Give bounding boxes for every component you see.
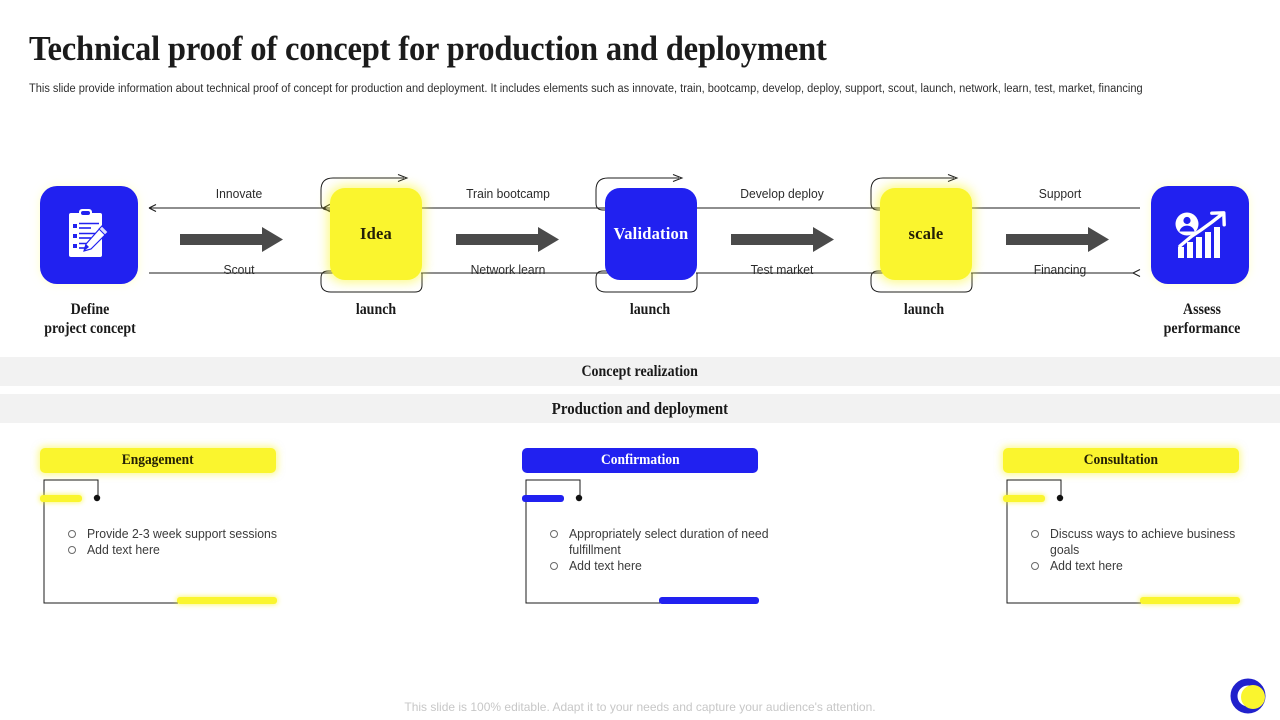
card-consultation-accent-bar — [1140, 597, 1240, 604]
assess-icon-tile — [1151, 186, 1249, 284]
scale-box: scale — [880, 188, 972, 280]
banner-concept-realization: Concept realization — [0, 357, 1280, 386]
card-confirmation-title: Confirmation — [600, 452, 680, 468]
card-consultation-bullets: Discuss ways to achieve business goals A… — [1031, 526, 1261, 574]
page-title: Technical proof of concept for productio… — [29, 29, 827, 68]
thick-arrow-4 — [1006, 227, 1109, 252]
connector-label-scout: Scout — [223, 263, 255, 277]
card-consultation-header: Consultation — [1003, 448, 1239, 473]
banner-production-deployment: Production and deployment — [0, 394, 1280, 423]
flow-caption-scale: launch — [843, 300, 1005, 319]
clipboard-pencil-icon — [69, 209, 109, 257]
card-confirmation[interactable]: Confirmation Appropriately select durati… — [522, 440, 802, 615]
person-growth-chart-icon — [1175, 211, 1226, 258]
connector-label-financing: Financing — [1033, 263, 1087, 277]
list-item: Discuss ways to achieve business goals — [1031, 526, 1261, 558]
caption-line-1: Define — [70, 301, 110, 318]
validation-box: Validation — [605, 188, 697, 280]
connector-label-test-market: Test market — [750, 263, 814, 277]
idea-box: Idea — [330, 188, 422, 280]
flow-connector-lines — [148, 174, 1141, 293]
card-engagement-bullets: Provide 2-3 week support sessions Add te… — [68, 526, 298, 558]
bullet-ring-icon — [68, 530, 76, 538]
caption-line-1: launch — [355, 301, 397, 318]
list-item: Add text here — [550, 558, 780, 574]
list-item: Appropriately select duration of need fu… — [550, 526, 780, 558]
caption-line-2: project concept — [44, 320, 136, 337]
bullet-ring-icon — [1031, 562, 1039, 570]
flow-node-assess[interactable] — [1151, 186, 1249, 284]
list-item: Add text here — [68, 542, 298, 558]
flow-node-validation[interactable]: Validation — [605, 188, 697, 280]
caption-line-1: launch — [903, 301, 945, 318]
card-consultation[interactable]: Consultation Discuss ways to achieve bus… — [1003, 440, 1280, 615]
card-consultation-frame — [1006, 479, 1141, 604]
connector-label-train-bootcamp: Train bootcamp — [466, 187, 550, 201]
footer-note: This slide is 100% editable. Adapt it to… — [404, 700, 876, 714]
bullet-ring-icon — [550, 530, 558, 538]
process-flow-diagram: Define project concept Idea launch Valid… — [0, 160, 1280, 345]
bullet-ring-icon — [1031, 530, 1039, 538]
brand-logo-icon — [1230, 678, 1266, 714]
card-engagement-accent-bar — [177, 597, 277, 604]
card-confirmation-frame — [525, 479, 660, 604]
connector-label-develop-deploy: Develop deploy — [740, 187, 824, 201]
flow-caption-idea: launch — [295, 300, 457, 319]
flow-node-scale[interactable]: scale — [880, 188, 972, 280]
thick-arrow-3 — [731, 227, 834, 252]
thick-arrow-2 — [456, 227, 559, 252]
card-confirmation-accent-stub — [522, 495, 564, 502]
caption-line-2: performance — [1163, 320, 1241, 337]
card-engagement-frame — [43, 479, 178, 604]
card-confirmation-bullets: Appropriately select duration of need fu… — [550, 526, 780, 574]
card-engagement-accent-stub — [40, 495, 82, 502]
card-confirmation-header: Confirmation — [522, 448, 758, 473]
flow-caption-assess: Assess performance — [1121, 300, 1280, 338]
caption-line-1: launch — [629, 301, 671, 318]
flow-node-define[interactable] — [40, 186, 138, 284]
card-consultation-title: Consultation — [1083, 452, 1159, 468]
connector-label-support: Support — [1038, 187, 1082, 201]
connector-label-network-learn: Network learn — [470, 263, 546, 277]
connector-label-innovate: Innovate — [215, 187, 263, 201]
list-item: Add text here — [1031, 558, 1261, 574]
banner-concept-text: Concept realization — [581, 362, 699, 380]
bullet-ring-icon — [68, 546, 76, 554]
flow-caption-validation: launch — [569, 300, 731, 319]
page-subtitle: This slide provide information about tec… — [29, 83, 1143, 95]
card-engagement-title: Engagement — [122, 452, 194, 468]
caption-line-1: Assess — [1183, 301, 1221, 318]
card-consultation-accent-stub — [1003, 495, 1045, 502]
thick-arrow-1 — [180, 227, 283, 252]
card-confirmation-accent-bar — [659, 597, 759, 604]
card-engagement[interactable]: Engagement Provide 2-3 week support sess… — [40, 440, 320, 615]
card-engagement-header: Engagement — [40, 448, 276, 473]
flow-node-idea[interactable]: Idea — [330, 188, 422, 280]
banner-production-text: Production and deployment — [551, 398, 729, 418]
list-item: Provide 2-3 week support sessions — [68, 526, 298, 542]
flow-caption-define: Define project concept — [9, 300, 171, 338]
define-icon-tile — [40, 186, 138, 284]
bullet-ring-icon — [550, 562, 558, 570]
